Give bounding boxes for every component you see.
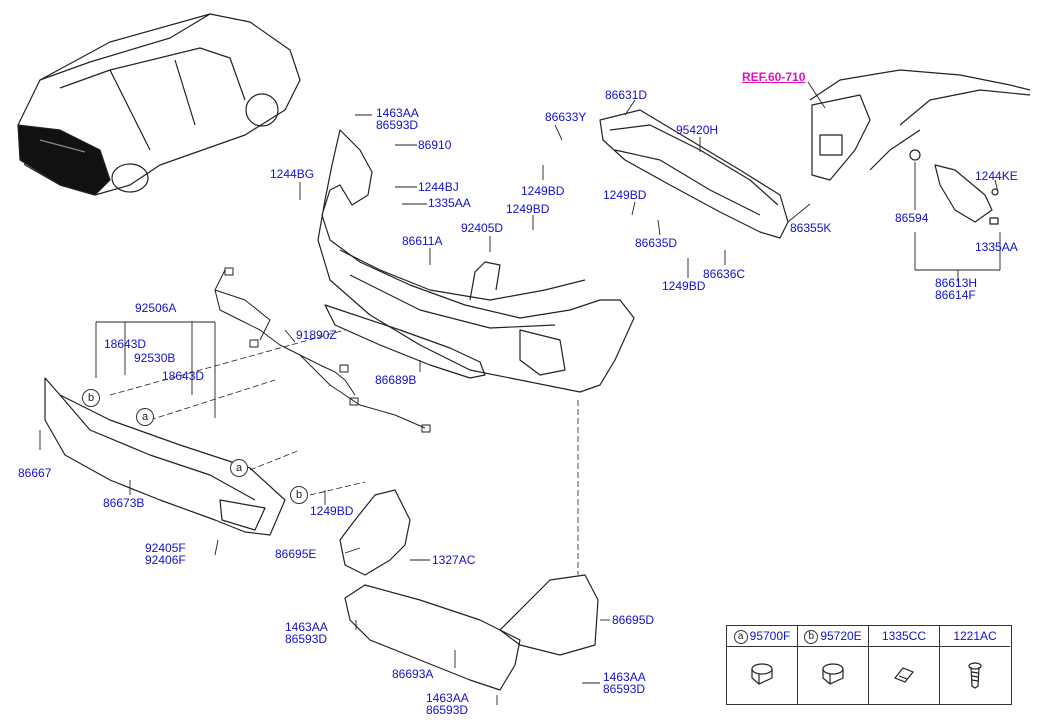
part-label[interactable]: 92506A xyxy=(135,301,177,315)
part-label[interactable]: 86593D xyxy=(285,632,328,646)
bumper-cover xyxy=(317,129,635,393)
part-label[interactable]: 86695D xyxy=(612,613,655,627)
part-label[interactable]: 86635D xyxy=(635,236,678,250)
legend-part-number[interactable]: 1221AC xyxy=(953,629,997,643)
legend-header: 1221AC xyxy=(940,626,1010,647)
part-label[interactable]: 86910 xyxy=(418,138,452,152)
legend-cell: 1335CC xyxy=(869,626,940,704)
under-cover xyxy=(344,584,521,691)
screw-icon xyxy=(968,662,982,689)
callout-b: b xyxy=(290,486,308,504)
part-label[interactable]: 86631D xyxy=(605,88,648,102)
legend-cell: 1221AC xyxy=(940,626,1010,704)
part-label[interactable]: 86614F xyxy=(935,288,976,302)
parking-sensor-icon xyxy=(822,663,844,685)
part-label[interactable]: 1249BD xyxy=(521,184,565,198)
part-label[interactable]: 86693A xyxy=(392,667,434,681)
part-label[interactable]: 86673B xyxy=(103,496,145,510)
part-label[interactable]: 1244BJ xyxy=(418,180,459,194)
part-label[interactable]: 1249BD xyxy=(603,188,647,202)
part-label[interactable]: 1327AC xyxy=(432,553,476,567)
legend-part-number[interactable]: 95720E xyxy=(820,629,862,643)
callout-a: a xyxy=(136,408,154,426)
part-label[interactable]: 18643D xyxy=(104,337,147,351)
part-label[interactable]: 1244BG xyxy=(270,167,315,181)
part-label[interactable]: 86593D xyxy=(426,703,469,717)
part-label[interactable]: 86593D xyxy=(603,682,646,696)
reference-label[interactable]: REF.60-710 xyxy=(742,70,806,84)
parking-sensor-icon xyxy=(751,663,773,685)
part-label[interactable]: 91890Z xyxy=(296,328,337,342)
part-label[interactable]: 1249BD xyxy=(662,279,706,293)
part-label[interactable]: 86594 xyxy=(895,211,929,225)
part-label[interactable]: 1244KE xyxy=(975,169,1018,183)
car-illustration xyxy=(17,13,301,196)
lower-skirt xyxy=(44,377,286,536)
part-label[interactable]: 92406F xyxy=(145,553,186,567)
part-label[interactable]: 86613H xyxy=(935,276,978,290)
part-label[interactable]: 92405D xyxy=(461,221,504,235)
wiring-harness xyxy=(214,267,431,433)
callout-b: b xyxy=(804,630,819,644)
part-label[interactable]: 95420H xyxy=(676,123,719,137)
side-bracket-right xyxy=(499,574,599,656)
side-bracket-left xyxy=(339,489,411,576)
callout-a: a xyxy=(733,630,748,644)
part-label[interactable]: 18643D xyxy=(162,369,205,383)
part-label[interactable]: 86636C xyxy=(703,267,746,281)
callout-b: b xyxy=(82,389,100,407)
part-label[interactable]: 86689B xyxy=(375,373,417,387)
part-label[interactable]: 86633Y xyxy=(545,110,587,124)
part-label[interactable]: 86593D xyxy=(376,118,419,132)
part-label[interactable]: 1335AA xyxy=(428,196,471,210)
part-label[interactable]: 1463AA xyxy=(285,620,328,634)
part-label[interactable]: 1463AA xyxy=(376,106,419,120)
reinforcement-strip xyxy=(324,304,486,379)
clip-icon xyxy=(894,667,914,683)
part-label[interactable]: 86611A xyxy=(402,234,443,248)
callout-a: a xyxy=(230,459,248,477)
part-label[interactable]: 92405F xyxy=(145,541,186,555)
part-label[interactable]: 86355K xyxy=(790,221,832,235)
part-label[interactable]: 1249BD xyxy=(506,202,550,216)
part-label[interactable]: 86667 xyxy=(18,466,52,480)
part-label[interactable]: 1463AA xyxy=(426,691,469,705)
part-label[interactable]: 1463AA xyxy=(603,670,646,684)
legend-part-number[interactable]: 95700F xyxy=(749,629,791,643)
part-label[interactable]: 1249BD xyxy=(310,504,354,518)
part-label[interactable]: 1335AA xyxy=(975,240,1018,254)
legend-part-number[interactable]: 1335CC xyxy=(881,629,927,643)
part-label[interactable]: 86695E xyxy=(275,547,317,561)
part-label[interactable]: 92530B xyxy=(134,351,176,365)
quarter-panel xyxy=(809,69,1031,101)
legend-header: 1335CC xyxy=(869,626,939,647)
